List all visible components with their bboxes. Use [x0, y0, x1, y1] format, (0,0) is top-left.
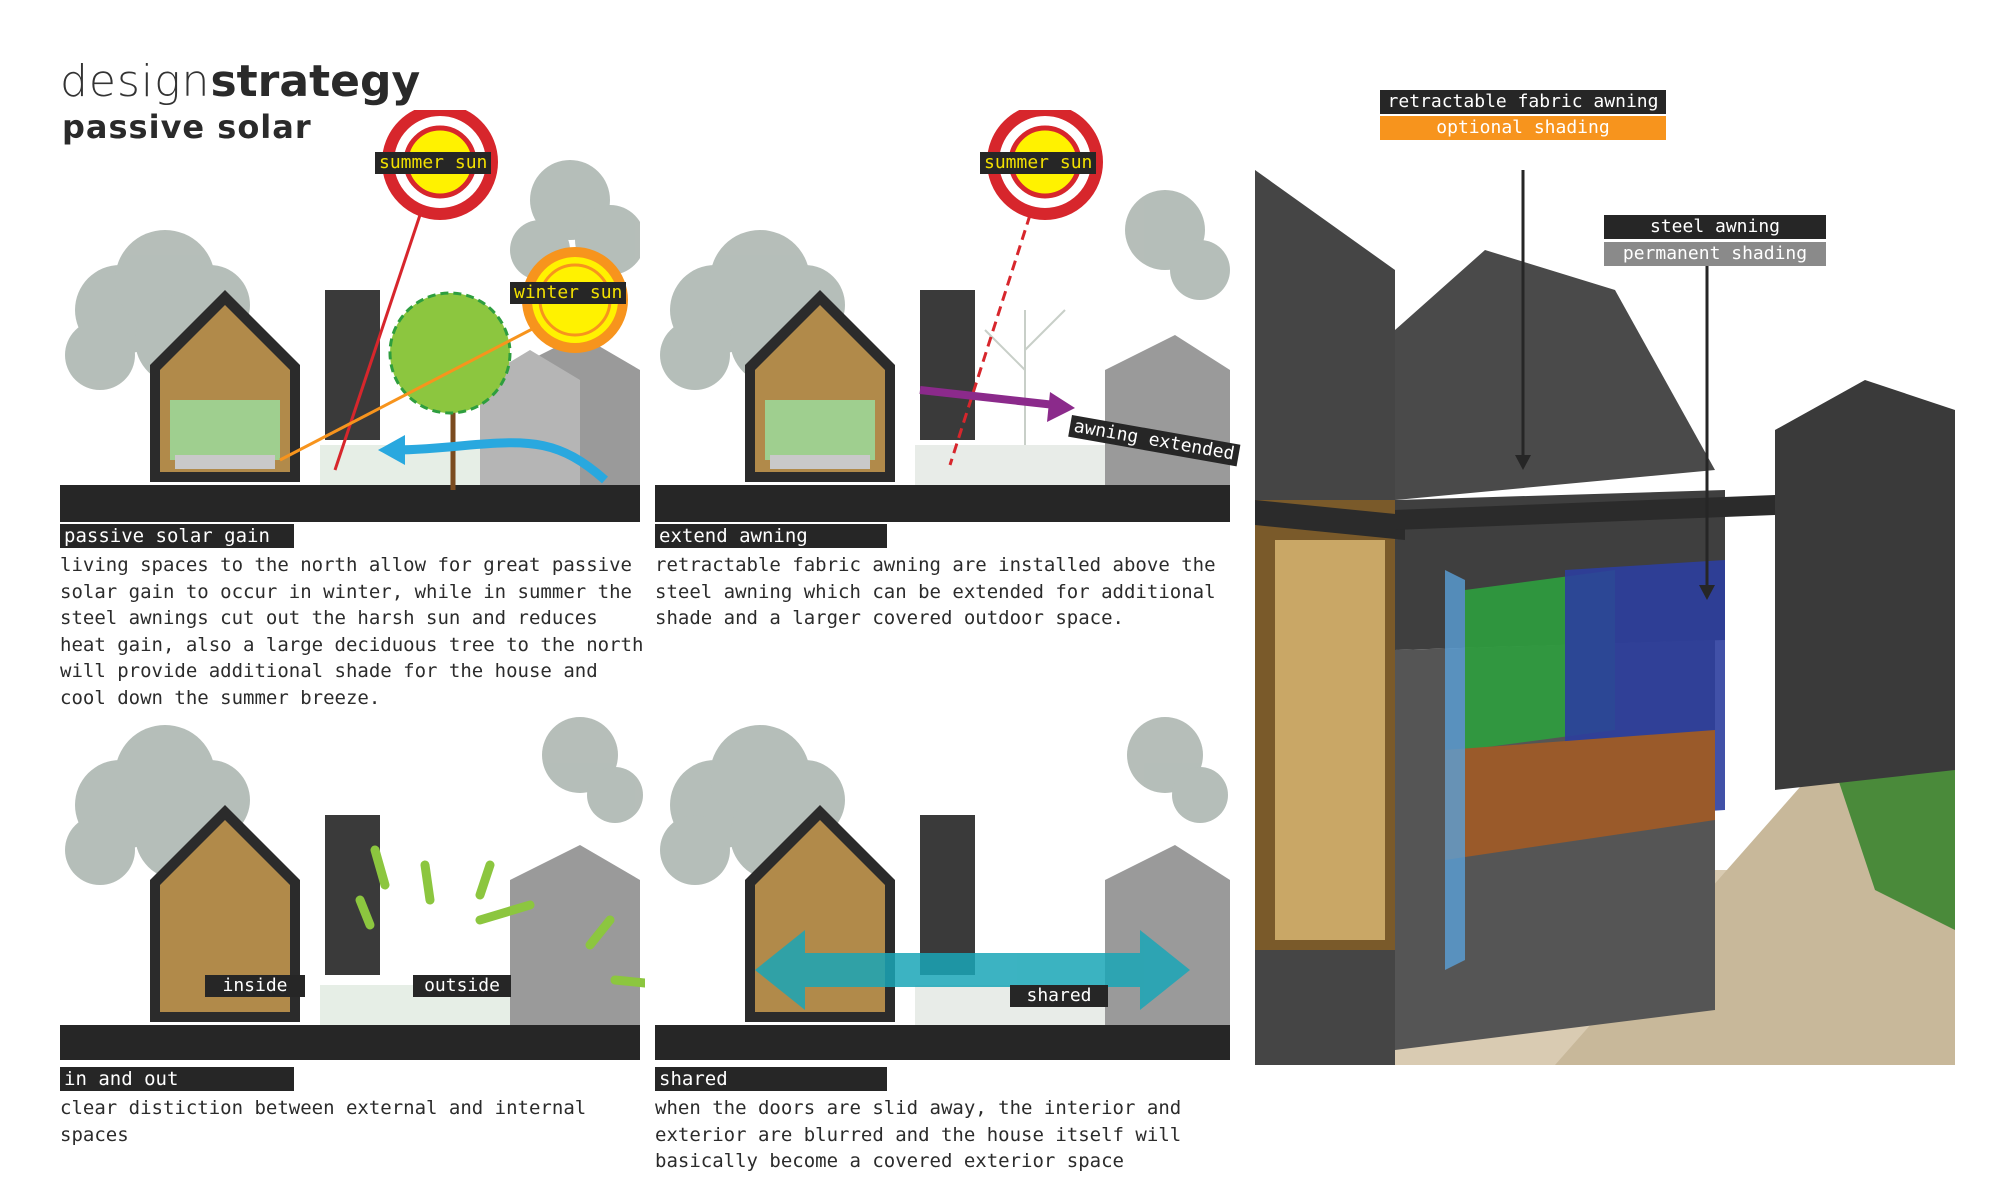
panel-body-shared: when the doors are slid away, the interi…: [655, 1097, 1182, 1172]
extend-awning-diagram: [655, 110, 1230, 522]
permanent-shading-label: permanent shading: [1604, 242, 1826, 266]
summer-sun-label-2: summer sun: [980, 152, 1097, 174]
inside-label: inside: [205, 975, 305, 997]
passive-solar-gain-diagram: [60, 110, 640, 522]
title-bold: strategy: [210, 56, 421, 107]
panel-body-extend-awning: retractable fabric awning are installed …: [655, 554, 1216, 629]
panel-heading-shared: shared: [655, 1067, 887, 1091]
title-light: design: [60, 56, 211, 107]
optional-shading-label: optional shading: [1380, 116, 1666, 140]
page-subtitle: passive solar: [62, 108, 312, 146]
retractable-fabric-awning-label: retractable fabric awning: [1380, 90, 1666, 114]
steel-awning-label: steel awning: [1604, 215, 1826, 239]
panel-heading-extend-awning: extend awning: [655, 524, 887, 548]
in-and-out-diagram: [60, 717, 645, 1060]
shared-diagram: [655, 717, 1230, 1060]
page-title: designstrategy: [60, 56, 420, 107]
winter-sun-label: winter sun: [510, 282, 627, 304]
summer-sun-label: summer sun: [375, 152, 492, 174]
outside-label: outside: [413, 975, 511, 997]
panel-heading-in-and-out: in and out: [60, 1067, 294, 1091]
panel-body-passive-solar-gain: living spaces to the north allow for gre…: [60, 554, 644, 709]
panel-body-in-and-out: clear distiction between external and in…: [60, 1097, 587, 1146]
perspective-render: [1255, 170, 1955, 1065]
panel-heading-passive-solar-gain: passive solar gain: [60, 524, 294, 548]
shared-label: shared: [1010, 985, 1108, 1007]
